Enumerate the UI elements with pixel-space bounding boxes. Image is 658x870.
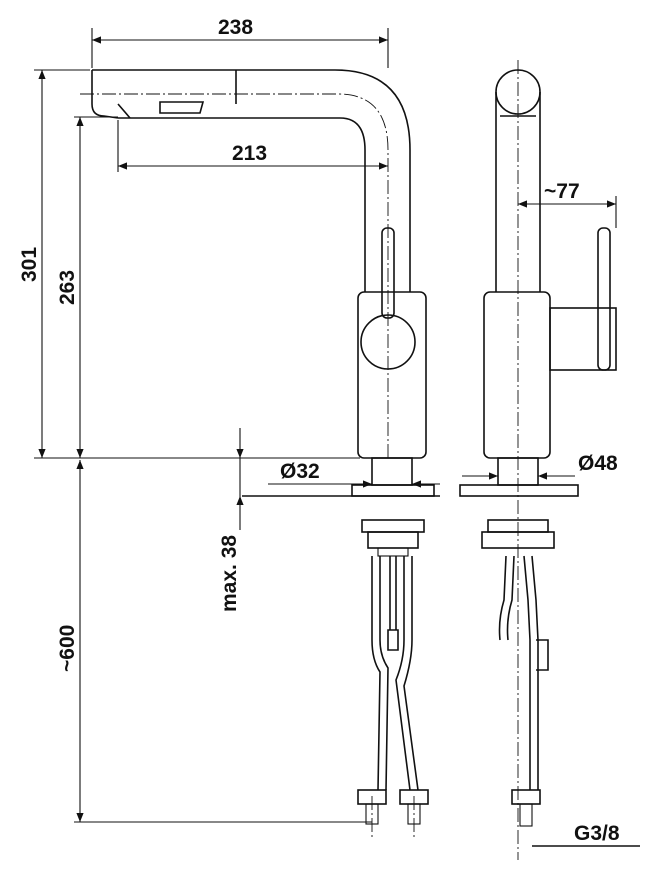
side-coupling-thread <box>519 803 533 827</box>
hose-right <box>395 556 419 791</box>
side-lever-base <box>549 307 617 371</box>
label-77: ~77 <box>544 180 580 203</box>
label-263: 263 <box>56 270 79 305</box>
fixing-bracket <box>367 531 419 549</box>
spout-outline <box>92 69 411 292</box>
fixing-washer <box>377 547 409 557</box>
label-max-38: max. 38 <box>218 535 241 612</box>
label-d48: Ø48 <box>578 452 618 475</box>
spray-head-nozzle <box>159 101 205 114</box>
hose-left <box>371 556 389 791</box>
spray-head <box>91 70 237 119</box>
side-base-plate <box>459 484 579 497</box>
label-301: 301 <box>18 247 41 282</box>
side-coupling <box>511 789 541 805</box>
side-hose <box>498 555 549 790</box>
spout-centerline <box>80 93 389 460</box>
lever-hub <box>360 314 416 370</box>
label-d32: Ø32 <box>280 460 320 483</box>
side-fixing-bracket <box>481 531 555 549</box>
hose-center <box>387 556 399 651</box>
label-238: 238 <box>218 16 253 39</box>
lever-handle <box>381 227 395 319</box>
label-600: ~600 <box>56 625 79 672</box>
fixing-nut <box>361 519 425 533</box>
label-213: 213 <box>232 142 267 165</box>
label-g38: G3/8 <box>574 822 620 845</box>
side-view <box>459 60 640 860</box>
dimensions <box>34 28 617 823</box>
base-plate <box>351 484 435 497</box>
base-column <box>371 457 413 486</box>
front-view <box>80 69 440 840</box>
side-lever <box>597 227 611 371</box>
side-body <box>483 291 551 459</box>
